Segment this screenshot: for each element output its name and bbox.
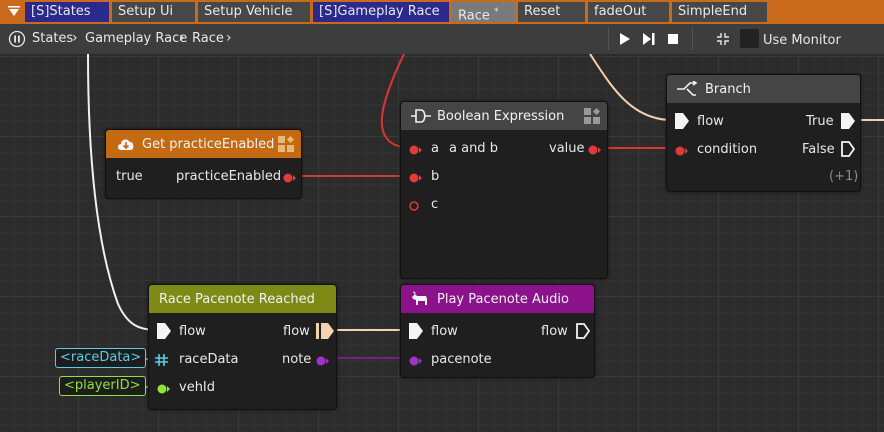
flow-input-pin[interactable] [157, 323, 171, 343]
node-header[interactable]: Boolean Expression [401, 102, 607, 130]
node-title: Play Pacenote Audio [437, 291, 569, 307]
chevron-right-icon: › [179, 30, 185, 46]
tab-gameplay-race[interactable]: [S]Gameplay Race [313, 2, 449, 22]
node-race-pacenote-reached[interactable]: Race Pacenote Reached flow flow raceData… [148, 284, 337, 410]
node-get-practice-enabled[interactable]: Get practiceEnabled true practiceEnabled [105, 129, 302, 199]
table-input-pin[interactable] [155, 354, 171, 370]
modified-marker: * [494, 7, 499, 17]
tab-label: Reset [524, 4, 561, 19]
node-title: Get practiceEnabled [142, 136, 275, 152]
bool-output-pin[interactable] [283, 172, 297, 187]
node-boolean-expression[interactable]: Boolean Expression a a and b value b c [400, 101, 608, 279]
input-racedata-label: raceData [179, 352, 239, 367]
expression-text[interactable]: a and b [449, 141, 498, 156]
number-input-pin[interactable] [408, 355, 424, 370]
tab-states[interactable]: [S]States [25, 2, 109, 22]
bool-input-pin-condition[interactable] [674, 145, 690, 160]
step-forward-icon[interactable] [640, 30, 658, 48]
toolbar-divider [608, 28, 609, 50]
node-play-pacenote-audio[interactable]: Play Pacenote Audio flow flow pacenote [400, 284, 595, 378]
node-header[interactable]: Race Pacenote Reached [149, 285, 336, 313]
flow-output-pin-false[interactable] [841, 141, 856, 161]
tab-label: [S]States [31, 4, 91, 19]
breadcrumb-race[interactable]: Race [192, 31, 224, 46]
chevron-right-icon: › [226, 30, 232, 46]
pause-icon[interactable] [8, 30, 26, 48]
input-flow-label: flow [431, 324, 458, 339]
toolbar-divider [692, 28, 693, 50]
tab-setup-ui[interactable]: Setup Ui [112, 2, 195, 22]
output-flow-label: flow [541, 324, 568, 339]
output-flow-label: flow [283, 324, 310, 339]
node-title: Boolean Expression [437, 108, 565, 124]
output-false-label: False [802, 142, 835, 157]
variable-icon [277, 135, 295, 157]
bool-input-pin-b[interactable] [408, 172, 424, 187]
node-title: Branch [705, 81, 751, 97]
collapse-icon[interactable] [714, 30, 732, 48]
flow-output-pin[interactable] [576, 323, 591, 343]
flow-input-pin[interactable] [409, 323, 423, 343]
playerid-variable-tag[interactable]: <playerID> [59, 376, 146, 396]
input-condition-label: condition [697, 142, 758, 157]
tab-fadeout[interactable]: fadeOut [588, 2, 669, 22]
tab-label: Race [458, 8, 490, 22]
racedata-variable-tag[interactable]: <raceData> [55, 348, 147, 368]
flow-input-pin[interactable] [675, 113, 689, 133]
node-branch[interactable]: Branch flow True condition False (+1) [666, 74, 861, 192]
branch-icon [677, 81, 699, 97]
input-b-label: b [431, 169, 440, 184]
node-header[interactable]: Get practiceEnabled [106, 130, 301, 158]
chevron-right-icon: › [72, 30, 78, 46]
input-a-label: a [431, 141, 439, 156]
tab-label: fadeOut [594, 4, 647, 19]
output-value-label: value [549, 141, 585, 156]
tab-label: Setup Vehicle [204, 4, 293, 19]
breadcrumb-bar: States › Gameplay Race › Race › Use Moni… [0, 24, 884, 54]
cloud-download-icon [116, 136, 136, 152]
input-flow-label: flow [697, 114, 724, 129]
flow-wire [589, 54, 673, 121]
bool-input-pin-c[interactable] [408, 200, 424, 215]
bool-output-pin[interactable] [588, 144, 602, 159]
input-c-label: c [431, 197, 439, 212]
bool-wire [380, 54, 414, 149]
node-header[interactable]: Play Pacenote Audio [401, 285, 594, 313]
input-pacenote-label: pacenote [431, 352, 492, 367]
flow-output-pin[interactable] [316, 323, 334, 343]
variable-icon [583, 107, 601, 129]
id-input-pin[interactable] [156, 383, 172, 398]
breadcrumb-gameplay-race[interactable]: Gameplay Race [85, 31, 188, 46]
breadcrumb-states[interactable]: States [32, 31, 74, 46]
use-monitor-checkbox[interactable] [740, 29, 759, 48]
stop-icon[interactable] [664, 30, 682, 48]
bool-input-pin-a[interactable] [408, 144, 424, 159]
node-header[interactable]: Branch [667, 75, 860, 103]
output-practice-enabled-label: practiceEnabled [176, 169, 282, 184]
tab-bar: [S]States Setup Ui Setup Vehicle [S]Game… [0, 0, 884, 24]
more-pins-toggle[interactable]: (+1) [829, 169, 859, 184]
goat-icon [411, 291, 431, 307]
tab-reset[interactable]: Reset [518, 2, 585, 22]
tab-setup-vehicle[interactable]: Setup Vehicle [198, 2, 310, 22]
output-true-label: True [806, 114, 834, 129]
input-vehid-label: vehId [179, 380, 216, 395]
graph-canvas[interactable]: Get practiceEnabled true practiceEnabled… [0, 54, 884, 432]
flow-output-pin-true[interactable] [841, 113, 855, 133]
input-flow-label: flow [179, 324, 206, 339]
tab-label: [S]Gameplay Race [319, 4, 440, 19]
tab-simpleend[interactable]: SimpleEnd [672, 2, 767, 22]
tab-label: SimpleEnd [678, 4, 748, 19]
output-note-label: note [282, 352, 312, 367]
play-icon[interactable] [616, 30, 634, 48]
variable-value: true [116, 169, 143, 184]
node-title: Race Pacenote Reached [159, 291, 315, 307]
flow-wire [87, 54, 159, 331]
tab-label: Setup Ui [118, 4, 174, 19]
menu-dropdown-icon[interactable] [4, 2, 24, 22]
number-output-pin[interactable] [316, 355, 332, 370]
tab-race[interactable]: Race * [452, 2, 515, 22]
logic-gate-icon [411, 109, 431, 123]
use-monitor-label: Use Monitor [763, 33, 841, 48]
